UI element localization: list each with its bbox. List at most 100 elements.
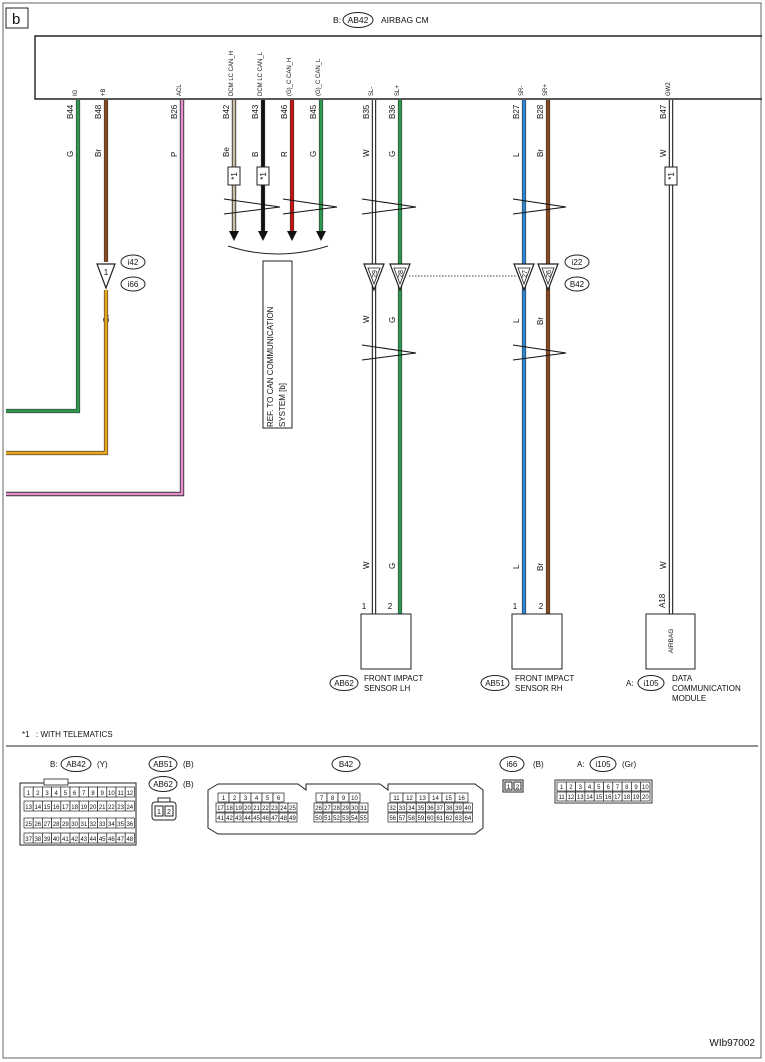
wire-color-label: G	[388, 563, 397, 569]
conn-ab42-pin: 34	[108, 822, 115, 828]
splice-terminal-inner	[393, 267, 407, 286]
pin-function-label: SR-	[519, 86, 525, 96]
conn-ab42-pin: 35	[117, 822, 124, 828]
pin-function-label: SL-	[369, 87, 375, 96]
splice-pin: 28	[398, 270, 405, 278]
sensor-rh-id-oval	[480, 675, 510, 691]
ref-note-line2: SYSTEM [b]	[278, 383, 287, 427]
wire-acl	[6, 100, 184, 496]
ecu-name: AIRBAG CM	[381, 15, 429, 25]
conn-ab42-pin: 39	[44, 837, 51, 843]
conn-ab42-pin: 18	[71, 805, 78, 811]
b42-oval	[564, 276, 590, 292]
conn-b42-pin: 12	[406, 796, 413, 802]
conn-ab42-pin: 24	[126, 805, 133, 811]
conn-b42-pin: 51	[324, 816, 331, 822]
conn-ab42-pin: 8	[91, 791, 95, 797]
wire-ig-outline	[6, 100, 81, 414]
conn-b42-pin: 61	[436, 816, 443, 822]
conn-b42-pin: 29	[342, 806, 349, 812]
conn-b42-cell	[454, 792, 469, 803]
wire-acl-outline	[6, 100, 185, 497]
dcm-id: i105	[643, 679, 659, 688]
pin-number-label: B46	[280, 104, 289, 119]
conn-ab42-pin: 45	[99, 837, 106, 843]
conn-b42-pin: 59	[418, 816, 425, 822]
conn-b42-pin: 26	[315, 806, 322, 812]
conn-b42-cell	[272, 792, 285, 803]
conn-i105-pin: 20	[642, 795, 649, 801]
conn-i105-pin: 3	[579, 785, 583, 791]
conn-b42-pin: 8	[331, 796, 335, 802]
conn-ab42-pin: 4	[55, 791, 59, 797]
dcm-id-oval	[637, 675, 665, 691]
conn-b42-pin: 24	[280, 806, 287, 812]
conn-b42-pin: 62	[446, 816, 453, 822]
conn-ab42-pin: 27	[44, 822, 51, 828]
ecu-prefix: B:	[333, 15, 341, 25]
conn-ab42-pin: 11	[117, 791, 124, 797]
break-marks	[223, 198, 567, 361]
conn-b42-pin: 1	[222, 796, 226, 802]
pin-number-label: B42	[222, 104, 231, 119]
splice-pin: 27	[522, 270, 529, 278]
wire-color-label: W	[362, 561, 371, 569]
pin-function-label: ACL	[177, 84, 183, 96]
splice-terminal-inner	[517, 267, 531, 286]
conn-ab42-color: (Y)	[97, 760, 108, 769]
sensor-lh-id-oval	[329, 675, 359, 691]
pin-number-label: B35	[362, 104, 371, 119]
conn-b42-pin: 39	[455, 806, 462, 812]
conn-ab42-pin: 16	[53, 805, 60, 811]
conn-ab42-pin: 30	[71, 822, 78, 828]
conn-b42-pin: 45	[253, 816, 260, 822]
conn-b42-pin: 10	[351, 796, 358, 802]
conn-ab42-pin: 20	[90, 805, 97, 811]
splice-terminal-inner	[367, 267, 381, 286]
wire-color-label: Br	[536, 563, 545, 571]
conn-b42-pin: 34	[408, 806, 415, 812]
b42-label: B42	[570, 280, 585, 289]
pin-number-label: B27	[512, 104, 521, 119]
conn-ab62-pin: 1	[157, 809, 161, 816]
i22-oval	[564, 254, 590, 270]
pin-function-label: (G)_C CAN_L	[316, 58, 322, 96]
star-mark: *1	[259, 172, 268, 180]
conn-b42-pin: 60	[427, 816, 434, 822]
wire-plus-b-lower	[6, 290, 108, 455]
pin-function-label: DCM LC CAN_L	[258, 51, 264, 96]
conn-b42-cell	[348, 792, 361, 803]
wire-color-label: G	[66, 151, 75, 157]
conn-b42-pin: 53	[342, 816, 349, 822]
page-letter: b	[12, 11, 20, 28]
conn-ab42-pin: 31	[80, 822, 87, 828]
star-mark: *1	[667, 172, 676, 180]
conn-ab42-pin: 22	[108, 805, 115, 811]
sensor-lh-pin1: 1	[362, 602, 367, 611]
conn-b42-pin: 63	[455, 816, 462, 822]
conn-ab42-pin: 7	[82, 791, 86, 797]
conn-b42-pin: 22	[262, 806, 269, 812]
wire-color-label: Br	[94, 149, 103, 157]
conn-ab42-pin: 48	[126, 837, 133, 843]
conn-b42-cell	[287, 802, 298, 813]
conn-b42-pin: 14	[432, 796, 439, 802]
conn-ab42-pin: 33	[99, 822, 106, 828]
footnote-text: : WITH TELEMATICS	[36, 730, 113, 739]
wire-color-label: W	[362, 315, 371, 323]
wire-color-label: W	[659, 561, 668, 569]
conn-i105-pin: 19	[633, 795, 640, 801]
dcm-name3: MODULE	[672, 694, 706, 703]
conn-ab42-pin: 1	[27, 791, 31, 797]
wire-color-label: Br	[536, 149, 545, 157]
pin-function-label: +B	[101, 88, 107, 96]
splice-pin: 26	[546, 270, 553, 278]
conn-b42-pin: 5	[266, 796, 270, 802]
sensor-rh-box	[511, 613, 563, 670]
i42-pin: 1	[104, 268, 109, 277]
ref-note-box	[262, 260, 293, 429]
wire-color-label: G	[309, 151, 318, 157]
sensor-lh-box	[360, 613, 412, 670]
